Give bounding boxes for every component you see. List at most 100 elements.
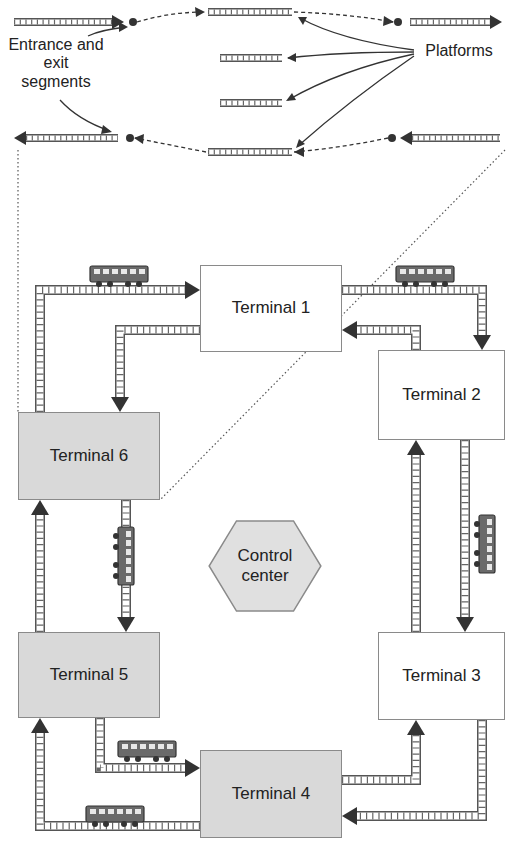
arrowhead [407,440,425,455]
direction-arrow [14,131,26,145]
arrowhead [185,759,200,777]
dashed-path [294,12,393,22]
switch-point [129,18,137,26]
leader-line [300,18,414,50]
direction-arrow [383,16,394,26]
track-rail [37,512,44,632]
direction-arrow [134,134,144,144]
train [113,527,134,585]
center-name: Control center [230,546,300,587]
terminal-name: Terminal 6 [50,446,128,466]
zoom-line [160,150,505,500]
terminal-box: Terminal 3 [378,632,505,720]
leader-line [288,52,414,58]
track-connector [111,330,200,412]
track-rail [460,440,470,620]
arrowhead [342,321,357,339]
track-rail [354,330,416,350]
track-rail [342,732,416,780]
track-rail [462,440,469,620]
track-rail [462,440,469,620]
train [474,515,495,573]
dashed-path [137,12,204,22]
leader-arrow [298,17,307,25]
track-rail [354,330,416,350]
arrowhead [111,397,129,412]
platform [208,12,292,152]
track-rail [100,718,188,768]
track-rail [40,290,188,412]
direction-arrow [400,131,412,145]
leader-line [288,54,414,100]
arrowhead [407,720,425,735]
track-rail [100,718,188,768]
track-rail [100,718,188,768]
zoom-line [17,150,18,412]
train [396,266,454,287]
terminal-box: Terminal 2 [378,350,505,440]
control-hexagon: Control center [208,520,322,612]
track-rail [40,730,200,826]
terminal-box: Terminal 4 [200,750,342,838]
track-rail [120,330,200,400]
direction-arrow [195,7,205,17]
track-connector [456,440,474,632]
terminal-name: Terminal 5 [50,665,128,685]
arrowhead [342,807,357,825]
track-rail [40,290,188,412]
terminal-name: Terminal 3 [402,666,480,686]
track-connector [100,718,200,777]
dashed-path [135,138,206,152]
callout-label: Platforms [416,42,502,60]
leader-arrow [296,139,305,148]
track-rail [354,330,416,350]
terminal-box: Terminal 6 [18,412,160,500]
track-connector [407,440,425,632]
terminal-box: Terminal 5 [18,632,160,718]
track-connector [40,281,200,412]
track-connector [342,290,491,350]
arrowhead [31,500,49,515]
callout-label: Entrance and exit segments [8,36,104,91]
track-rail [342,732,416,780]
arrowhead [117,617,135,632]
platform-tracks [208,12,292,152]
track-connector [342,720,482,825]
track-rail [40,730,200,826]
track-rail [40,290,188,412]
track-rail [411,452,421,632]
switch-point [388,134,396,142]
track-rail [413,452,420,632]
arrowhead [473,335,491,350]
track-connector [342,321,416,350]
switch-point [126,134,134,142]
arrowhead [31,718,49,733]
leader-arrow [287,53,296,62]
leader-arrow [119,22,128,32]
leader-line [60,100,110,131]
terminal-name: Terminal 4 [232,784,310,804]
terminal-name: Terminal 1 [232,298,310,318]
train [86,806,144,827]
train [90,266,148,287]
arrowhead [456,617,474,632]
direction-arrow [490,15,502,29]
track-rail [120,330,200,400]
track-connector [31,718,200,826]
switch-paths [134,7,394,157]
platform [208,12,292,152]
track-rail [37,512,44,632]
switch-point [394,18,402,26]
track-rail [342,732,416,780]
platform [208,12,292,152]
direction-arrow [294,147,304,157]
terminal-box: Terminal 1 [200,265,342,352]
track-rail [120,330,200,400]
leader-line [298,56,414,146]
leader-arrow [286,93,296,101]
track-rail [413,452,420,632]
train [118,741,176,762]
arrowhead [185,281,200,299]
track-connector [342,720,425,780]
